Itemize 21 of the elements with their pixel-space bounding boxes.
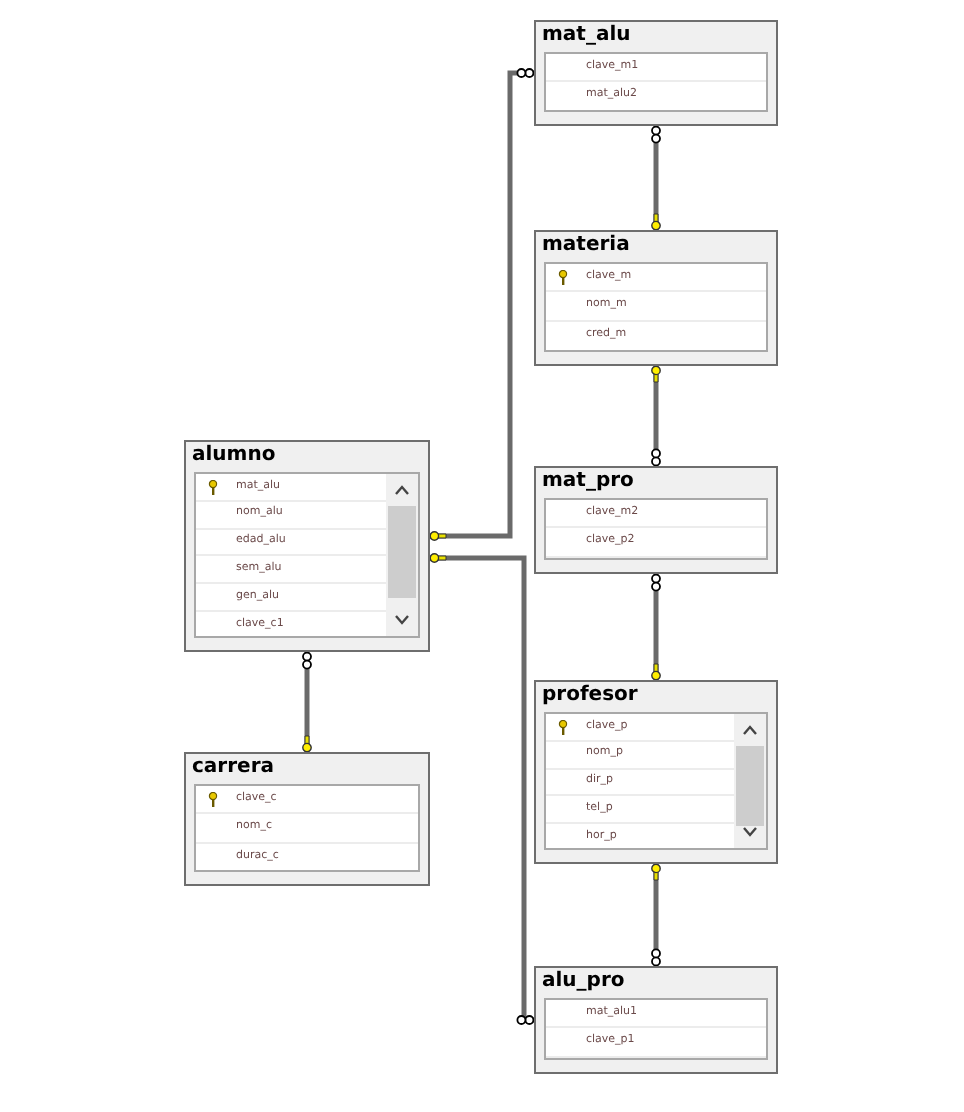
table-title: mat_pro	[542, 470, 634, 494]
table-title: carrera	[192, 756, 275, 780]
relationship-line	[651, 863, 661, 967]
relationship-line	[651, 125, 661, 231]
table-box	[184, 440, 430, 652]
relationship-line	[429, 68, 535, 541]
relationship-line	[651, 573, 661, 681]
table-title: mat_alu	[542, 24, 631, 48]
table-box	[534, 230, 778, 366]
relationship-line	[302, 651, 312, 753]
relationship-line	[429, 553, 535, 1025]
relationship-line	[651, 365, 661, 467]
table-title: materia	[542, 234, 630, 258]
table-box	[534, 966, 778, 1074]
table-box	[534, 466, 778, 574]
table-title: alumno	[192, 444, 276, 468]
table-title: alu_pro	[542, 970, 625, 994]
table-box	[534, 20, 778, 126]
table-title: profesor	[542, 684, 638, 708]
table-box	[534, 680, 778, 864]
table-box	[184, 752, 430, 886]
